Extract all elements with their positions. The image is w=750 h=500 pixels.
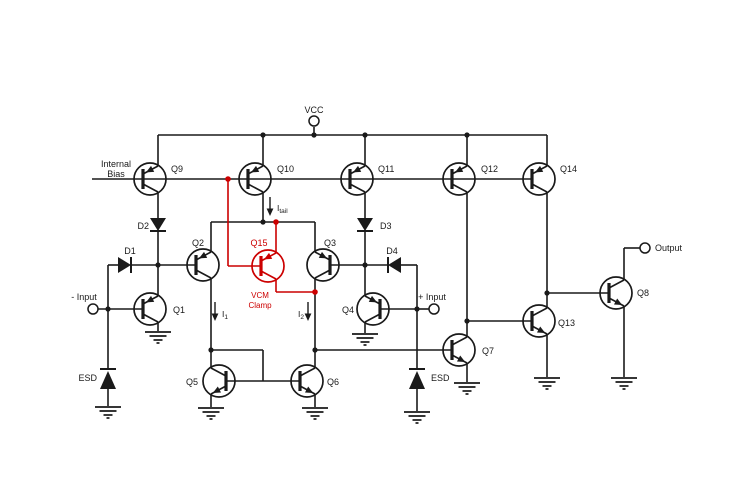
q7-label: Q7 <box>482 346 494 356</box>
transistors <box>133 162 633 398</box>
junction-dot <box>208 347 214 353</box>
labels: VCC Internal Bias Q9 Q10 Q11 Q12 Q14 D2 … <box>71 105 682 387</box>
ground-icon <box>145 331 171 344</box>
q5-label: Q5 <box>186 377 198 387</box>
minus-input-terminal <box>87 303 99 315</box>
d4-diode <box>387 257 401 273</box>
vcm-clamp-wires <box>227 179 315 293</box>
transistor-q7 <box>442 333 476 367</box>
q1-label: Q1 <box>173 305 185 315</box>
vcc-label: VCC <box>304 105 324 115</box>
transistor-q2 <box>186 248 220 282</box>
q4-label: Q4 <box>342 305 354 315</box>
plus-input-terminal <box>428 303 440 315</box>
junction-dot <box>155 262 161 268</box>
transistor-q4 <box>356 292 390 326</box>
terminals <box>87 115 651 315</box>
transistor-q14 <box>522 162 556 196</box>
q3-label: Q3 <box>324 238 336 248</box>
diodes <box>100 218 425 389</box>
internal-bias-label-line1: Internal <box>101 159 131 169</box>
transistor-q15 <box>251 249 285 283</box>
wires <box>92 127 640 411</box>
i2-label: I2 <box>298 309 304 321</box>
i1-label: I1 <box>222 309 228 321</box>
junction-dot <box>464 132 470 138</box>
i1-arrow <box>211 302 219 321</box>
junction-dot <box>311 132 317 138</box>
itail-arrow <box>266 197 274 216</box>
d3-diode <box>357 218 373 232</box>
d2-label: D2 <box>137 221 149 231</box>
d3-label: D3 <box>380 221 392 231</box>
vcm-clamp-label-line1: VCM <box>251 291 269 300</box>
junction-dot <box>362 262 368 268</box>
transistor-q12 <box>442 162 476 196</box>
output-label: Output <box>655 243 683 253</box>
output-terminal <box>639 242 651 254</box>
transistor-q11 <box>340 162 374 196</box>
vcm-junction-dot <box>225 176 231 182</box>
transistor-q10 <box>238 162 272 196</box>
transistor-q9 <box>133 162 167 196</box>
minus-input-label: - Input <box>71 292 97 302</box>
plus-input-label: + Input <box>418 292 446 302</box>
esd-diode-right <box>409 368 425 389</box>
d1-diode <box>118 257 132 273</box>
q8-label: Q8 <box>637 288 649 298</box>
q9-label: Q9 <box>171 164 183 174</box>
ground-icon <box>95 406 121 419</box>
esd-left-label: ESD <box>78 373 97 383</box>
junction-dots <box>105 132 550 353</box>
q14-label: Q14 <box>560 164 577 174</box>
esd-diode-left <box>100 368 116 389</box>
ground-icon <box>454 382 480 395</box>
ground-icon <box>534 377 560 390</box>
transistor-q6 <box>290 364 324 398</box>
d4-label: D4 <box>386 246 398 256</box>
transistor-q8 <box>599 276 633 310</box>
transistor-q13 <box>522 304 556 338</box>
q11-label: Q11 <box>378 164 394 174</box>
junction-dot <box>362 132 368 138</box>
junction-dot <box>260 219 266 225</box>
q13-label: Q13 <box>558 318 575 328</box>
ground-icon <box>611 377 637 390</box>
q2-label: Q2 <box>192 238 204 248</box>
d1-label: D1 <box>124 246 136 256</box>
q10-label: Q10 <box>277 164 294 174</box>
junction-dot <box>464 318 470 324</box>
ground-icon <box>404 411 430 424</box>
d2-diode <box>150 218 166 232</box>
junction-dot <box>260 132 266 138</box>
ground-symbols <box>95 331 637 424</box>
transistor-q3 <box>306 248 340 282</box>
junction-dot <box>312 347 318 353</box>
junction-dot <box>414 306 420 312</box>
junction-dot <box>105 306 111 312</box>
transistor-q5 <box>202 364 236 398</box>
vcm-junction-dot <box>312 289 318 295</box>
ground-icon <box>198 407 224 420</box>
junction-dot <box>544 290 550 296</box>
i2-arrow <box>304 302 312 321</box>
internal-bias-label-line2: Bias <box>107 169 125 179</box>
ground-icon <box>352 333 378 346</box>
q15-label: Q15 <box>250 238 267 248</box>
itail-label: Itail <box>277 203 288 215</box>
q12-label: Q12 <box>481 164 498 174</box>
transistor-q1 <box>133 292 167 326</box>
current-arrows <box>211 197 312 321</box>
vcm-junction-dot <box>273 219 279 225</box>
vcc-terminal <box>308 115 320 127</box>
ground-icon <box>302 407 328 420</box>
q6-label: Q6 <box>327 377 339 387</box>
esd-right-label: ESD <box>431 373 450 383</box>
vcm-clamp-label-line2: Clamp <box>248 301 272 310</box>
